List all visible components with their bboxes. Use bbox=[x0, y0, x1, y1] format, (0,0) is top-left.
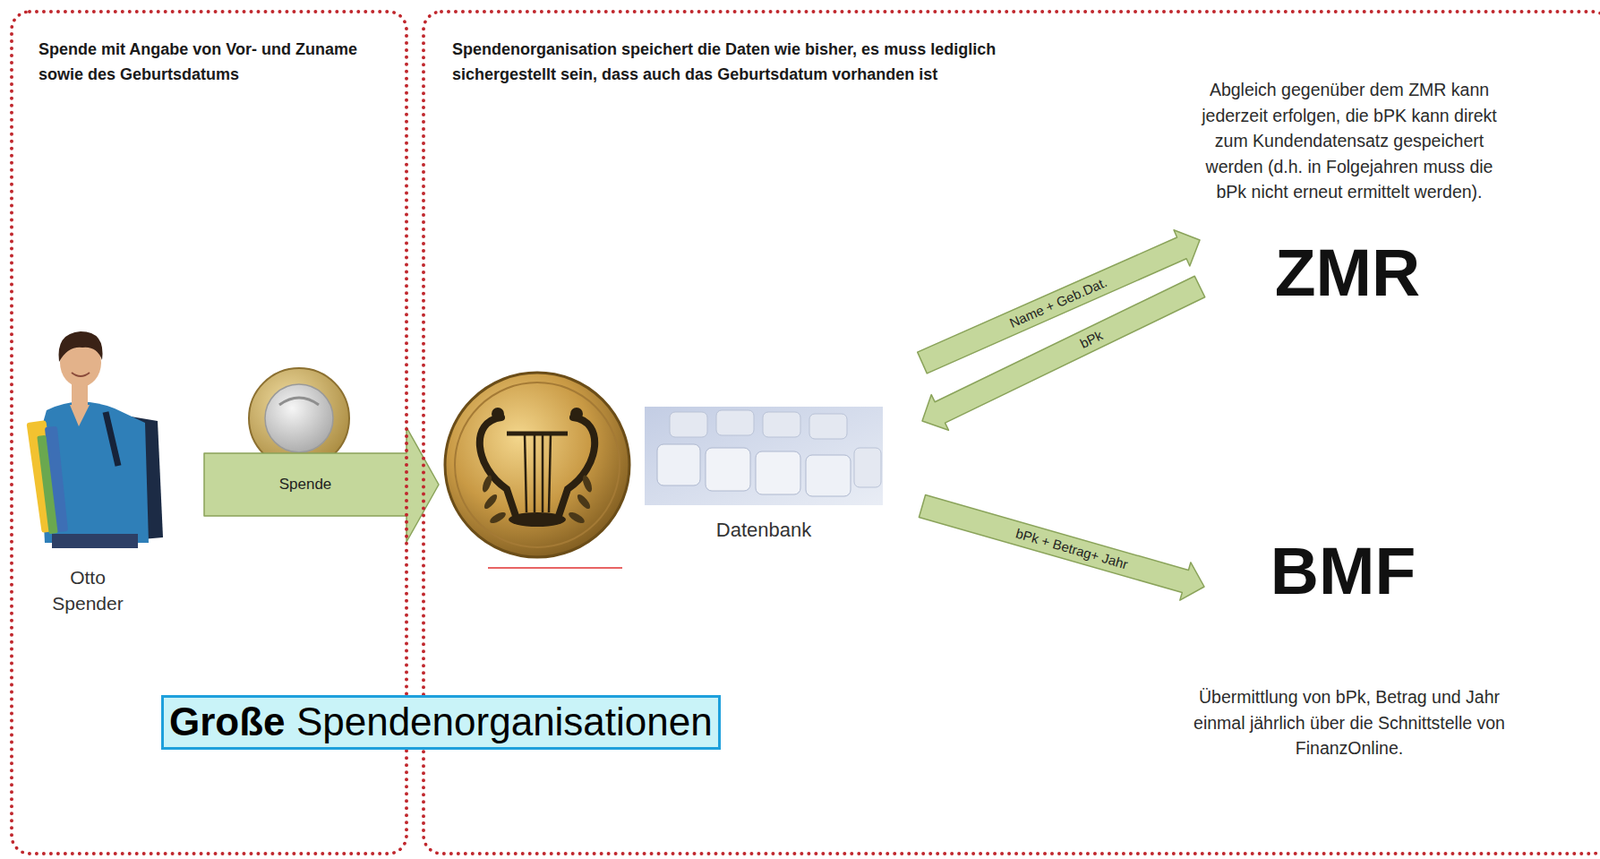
lyre-medallion bbox=[566, 510, 586, 526]
person-figure bbox=[25, 331, 163, 548]
lyre-medallion bbox=[541, 433, 545, 513]
database-picture bbox=[762, 411, 801, 437]
database-picture bbox=[669, 411, 708, 437]
database-picture bbox=[854, 447, 882, 488]
lyre-medallion bbox=[581, 473, 594, 494]
block-arrow bbox=[918, 495, 1205, 601]
database-picture bbox=[716, 410, 754, 436]
lyre-medallion bbox=[491, 407, 505, 420]
person-figure bbox=[36, 435, 58, 534]
database-label: Datenbank bbox=[716, 517, 812, 543]
euro-coin bbox=[265, 384, 334, 453]
region-heading: Spende mit Angabe von Vor- und Zuname so… bbox=[38, 36, 361, 87]
lyre-medallion bbox=[480, 473, 494, 494]
lyre-medallion bbox=[533, 433, 537, 513]
side-note: Übermittlung von bPk, Betrag und Jahr ei… bbox=[1192, 684, 1506, 762]
lyre-medallion bbox=[487, 566, 623, 569]
lyre-medallion bbox=[575, 492, 593, 511]
side-note: Abgleich gegenüber dem ZMR kann jederzei… bbox=[1192, 77, 1506, 206]
arrow-label: Name + Geb.Dat. bbox=[1007, 273, 1110, 332]
lyre-medallion bbox=[548, 433, 551, 513]
arrow-label: bPk bbox=[1078, 326, 1106, 351]
person-figure bbox=[105, 411, 119, 466]
database-picture bbox=[705, 447, 751, 491]
lyre-medallion bbox=[487, 510, 507, 526]
lyre-medallion bbox=[506, 431, 568, 437]
lyre-medallion bbox=[444, 372, 630, 557]
system-name: BMF bbox=[1270, 537, 1416, 605]
system-name: ZMR bbox=[1274, 239, 1421, 307]
person-figure bbox=[51, 533, 138, 548]
caption-band: GroßeSpendenorganisationen bbox=[161, 694, 721, 750]
bmf-node: BMF bbox=[1204, 532, 1482, 608]
database-picture bbox=[805, 454, 851, 497]
lyre-medallion bbox=[482, 492, 500, 511]
database-node: Datenbank bbox=[438, 353, 923, 560]
lyre-medallion bbox=[524, 433, 527, 513]
person-figure bbox=[59, 331, 103, 362]
euro-coin bbox=[279, 397, 319, 405]
block-arrow bbox=[204, 427, 439, 542]
lyre-medallion bbox=[454, 382, 620, 548]
band-text: Spendenorganisationen bbox=[296, 700, 713, 744]
person-figure bbox=[71, 372, 90, 377]
zmr-node: ZMR bbox=[1199, 234, 1496, 310]
arrow-label: Spende bbox=[279, 475, 333, 494]
database-picture bbox=[644, 406, 883, 505]
person-name: Otto Spender bbox=[38, 564, 137, 617]
database-picture bbox=[644, 406, 883, 505]
lyre-medallion bbox=[444, 372, 630, 568]
lyre-medallion bbox=[508, 512, 566, 527]
lyre-medallion bbox=[570, 407, 583, 420]
database-picture bbox=[755, 451, 801, 495]
band-text: Große bbox=[169, 700, 286, 744]
database-picture bbox=[809, 413, 848, 439]
database-picture bbox=[657, 444, 701, 486]
arrow-label: bPk + Betrag+ Jahr bbox=[1013, 524, 1130, 573]
person-figure bbox=[69, 404, 90, 427]
donor-node: Otto Spender bbox=[32, 338, 205, 621]
region-heading: Spendenorganisation speichert die Daten … bbox=[452, 36, 1026, 87]
